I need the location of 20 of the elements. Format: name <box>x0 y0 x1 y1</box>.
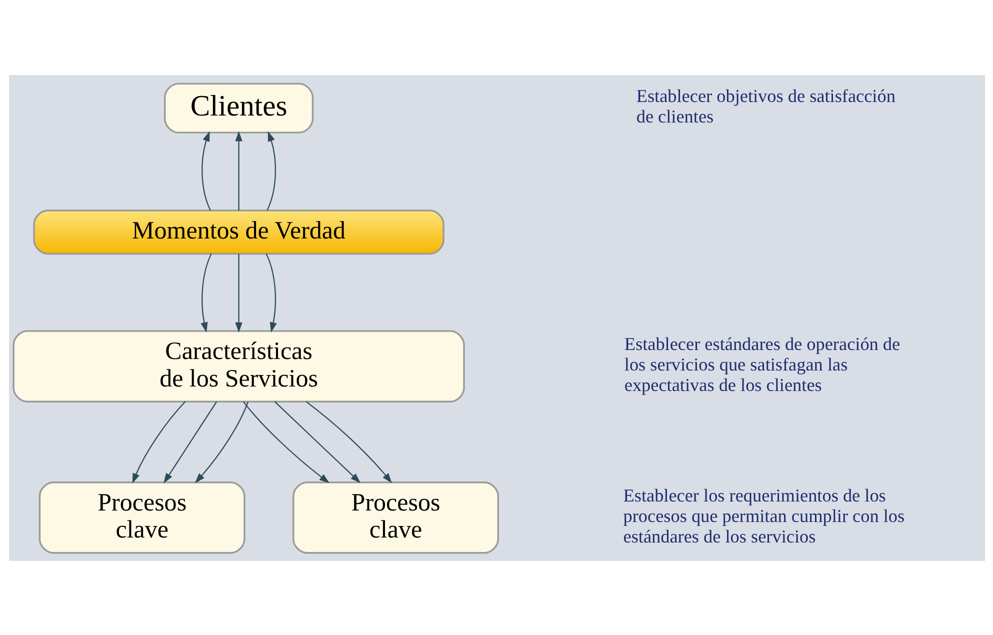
node-box: Momentos de Verdad <box>32 209 444 254</box>
arrow <box>194 400 248 483</box>
arrow <box>274 400 360 483</box>
arrow <box>132 400 186 484</box>
arrow <box>201 130 210 210</box>
label: Establecer los requerimientos de los procesos que permitan cumplir con los estándares de los servicios <box>622 484 904 546</box>
label: Establecer estándares de operación de los servicios que satisfagan las expectativas de los clientes <box>624 334 900 395</box>
arrow <box>266 130 276 210</box>
arrow <box>163 400 217 483</box>
arrow <box>305 400 392 483</box>
label: Establecer objetivos de satisfacción de clientes <box>636 86 895 126</box>
node-box: Características de los Servicios <box>12 330 464 402</box>
arrow <box>265 253 276 332</box>
arrow <box>200 253 212 332</box>
arrow <box>242 400 330 483</box>
node-box: Procesos clave <box>38 481 245 554</box>
arrow <box>234 130 242 210</box>
arrow <box>234 253 242 332</box>
node-box: Clientes <box>163 82 314 133</box>
node-box: Procesos clave <box>292 481 498 554</box>
